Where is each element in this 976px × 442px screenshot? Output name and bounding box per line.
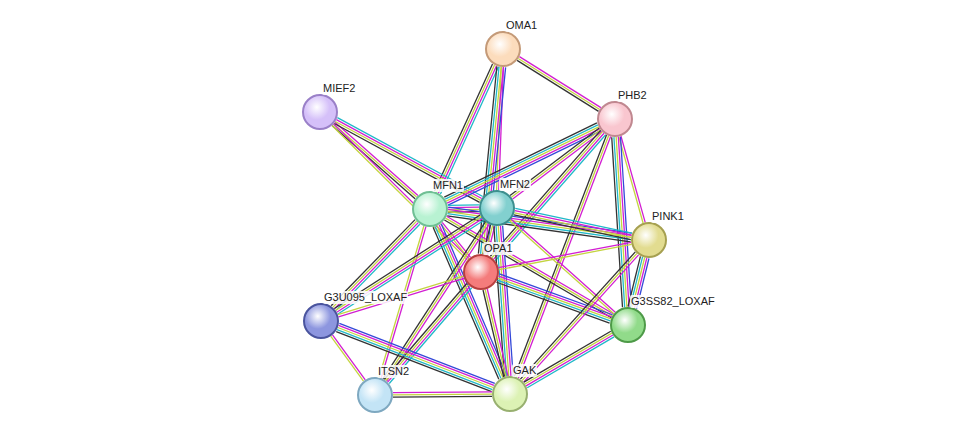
interaction-edge — [336, 323, 495, 391]
node-label: PINK1 — [651, 210, 685, 223]
evidence-line — [485, 290, 506, 377]
evidence-line — [334, 124, 417, 197]
interaction-edge — [331, 335, 366, 381]
protein-node: GAK — [492, 376, 528, 412]
interaction-edge — [517, 57, 601, 112]
evidence-line — [483, 290, 504, 377]
evidence-line — [527, 337, 614, 388]
protein-node: G3U095_LOXAF — [303, 303, 339, 339]
node-label: OMA1 — [505, 19, 538, 32]
node-label: ITSN2 — [377, 365, 410, 378]
protein-node: OMA1 — [485, 31, 521, 67]
interaction-edge — [524, 331, 614, 388]
evidence-line — [519, 57, 600, 108]
evidence-line — [393, 393, 492, 395]
evidence-line — [514, 213, 631, 238]
evidence-line — [445, 125, 598, 199]
node-label: G3SS82_LOXAF — [630, 295, 716, 308]
interaction-edge — [483, 289, 508, 377]
interaction-edge — [332, 122, 418, 198]
evidence-line — [339, 323, 494, 383]
evidence-line — [336, 120, 481, 199]
interaction-edge — [514, 208, 632, 239]
evidence-line — [338, 327, 493, 387]
node-label: MFN1 — [432, 179, 464, 192]
node-label: OPA1 — [483, 242, 514, 255]
protein-node: OPA1 — [463, 254, 499, 290]
evidence-line — [621, 137, 632, 307]
evidence-line — [446, 127, 599, 201]
evidence-line — [526, 335, 613, 386]
evidence-line — [337, 330, 492, 390]
evidence-line — [393, 391, 492, 393]
node-label: G3U095_LOXAF — [323, 291, 408, 304]
protein-node: PHB2 — [597, 101, 633, 137]
evidence-line — [332, 335, 365, 380]
interaction-edge — [334, 118, 483, 203]
evidence-line — [339, 325, 494, 385]
evidence-line — [447, 129, 600, 203]
node-label: PHB2 — [617, 89, 648, 102]
evidence-line — [331, 336, 364, 381]
evidence-line — [498, 242, 631, 267]
evidence-line — [434, 64, 492, 191]
evidence-line — [334, 123, 479, 202]
evidence-line — [515, 208, 632, 233]
evidence-line — [518, 59, 599, 110]
evidence-line — [487, 289, 508, 376]
evidence-line — [448, 204, 479, 206]
interaction-edge — [393, 392, 492, 397]
evidence-line — [332, 126, 415, 199]
evidence-line — [337, 118, 482, 197]
protein-node: G3SS82_LOXAF — [610, 307, 646, 343]
protein-node: MFN2 — [479, 190, 515, 226]
protein-node: ITSN2 — [357, 377, 393, 413]
interaction-edge — [498, 242, 631, 269]
evidence-line — [614, 137, 625, 307]
evidence-line — [515, 211, 632, 236]
evidence-line — [525, 333, 612, 384]
evidence-line — [514, 215, 631, 240]
evidence-line — [497, 280, 610, 321]
evidence-line — [335, 122, 418, 195]
node-label: GAK — [512, 364, 537, 377]
evidence-line — [499, 274, 612, 315]
protein-node: MIEF2 — [302, 94, 338, 130]
evidence-line — [393, 396, 492, 398]
evidence-line — [612, 137, 623, 307]
evidence-line — [616, 137, 627, 307]
evidence-line — [335, 122, 480, 201]
evidence-line — [618, 137, 629, 307]
interaction-edge — [496, 274, 612, 323]
evidence-line — [499, 244, 632, 269]
interaction-edge — [447, 207, 632, 242]
evidence-line — [332, 125, 467, 260]
evidence-line — [517, 60, 598, 111]
node-label: MIEF2 — [322, 82, 356, 95]
evidence-line — [336, 332, 491, 392]
node-label: MFN2 — [499, 178, 531, 191]
interaction-edge — [514, 135, 610, 378]
protein-node: MFN1 — [412, 191, 448, 227]
evidence-line — [448, 131, 601, 205]
protein-node: PINK1 — [631, 222, 667, 258]
